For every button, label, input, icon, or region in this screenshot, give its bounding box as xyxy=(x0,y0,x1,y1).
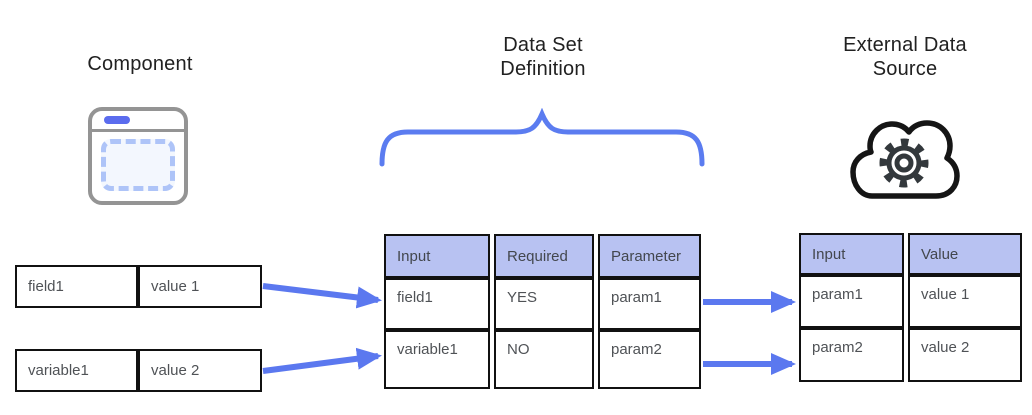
component-field-value: value 1 xyxy=(138,265,262,308)
component-field-table: field1 value 1 xyxy=(15,265,262,308)
cloud-gear-icon xyxy=(850,120,960,199)
table-cell: field1 xyxy=(384,278,490,330)
gear-glyph xyxy=(879,138,929,188)
component-field-name: field1 xyxy=(15,265,138,308)
column-header-input: Input xyxy=(799,233,904,275)
dataset-definition-title: Data Set Definition xyxy=(463,33,623,81)
window-titlebar-pill xyxy=(104,116,130,124)
window-titlebar xyxy=(92,111,184,132)
table-cell: param2 xyxy=(598,330,701,389)
table-row: param2 value 2 xyxy=(799,328,1022,382)
component-title: Component xyxy=(87,53,193,75)
component-variable-table: variable1 value 2 xyxy=(15,349,262,392)
table-cell: value 2 xyxy=(908,328,1022,382)
external-source-table: Input Value param1 value 1 param2 value … xyxy=(799,233,1022,382)
curly-brace xyxy=(379,108,705,167)
table-cell: param1 xyxy=(598,278,701,330)
dataset-title-line2: Definition xyxy=(500,58,586,80)
column-header-parameter: Parameter xyxy=(598,234,701,278)
external-source-title: External Data Source xyxy=(825,33,985,81)
table-cell: param1 xyxy=(799,275,904,328)
table-row: param1 value 1 xyxy=(799,275,1022,328)
table-header-row: Input Value xyxy=(799,233,1022,275)
column-header-value: Value xyxy=(908,233,1022,275)
table-row: field1 YES param1 xyxy=(384,278,701,330)
dataset-definition-table: Input Required Parameter field1 YES para… xyxy=(384,234,701,389)
window-component-icon xyxy=(88,107,188,205)
table-cell: value 1 xyxy=(908,275,1022,328)
external-title-line2: Source xyxy=(872,58,938,80)
arrow-field1-to-dataset xyxy=(262,283,382,309)
external-title-line1: External Data xyxy=(843,34,967,56)
arrow-variable1-to-dataset xyxy=(262,347,382,374)
dataset-title-line1: Data Set xyxy=(503,34,583,56)
table-row: variable1 NO param2 xyxy=(384,330,701,389)
table-cell: variable1 xyxy=(384,330,490,389)
column-header-input: Input xyxy=(384,234,490,278)
component-variable-name: variable1 xyxy=(15,349,138,392)
column-header-required: Required xyxy=(494,234,594,278)
table-cell: YES xyxy=(494,278,594,330)
dashed-placeholder-region xyxy=(101,139,175,191)
table-header-row: Input Required Parameter xyxy=(384,234,701,278)
component-variable-value: value 2 xyxy=(138,349,262,392)
table-cell: param2 xyxy=(799,328,904,382)
table-cell: NO xyxy=(494,330,594,389)
